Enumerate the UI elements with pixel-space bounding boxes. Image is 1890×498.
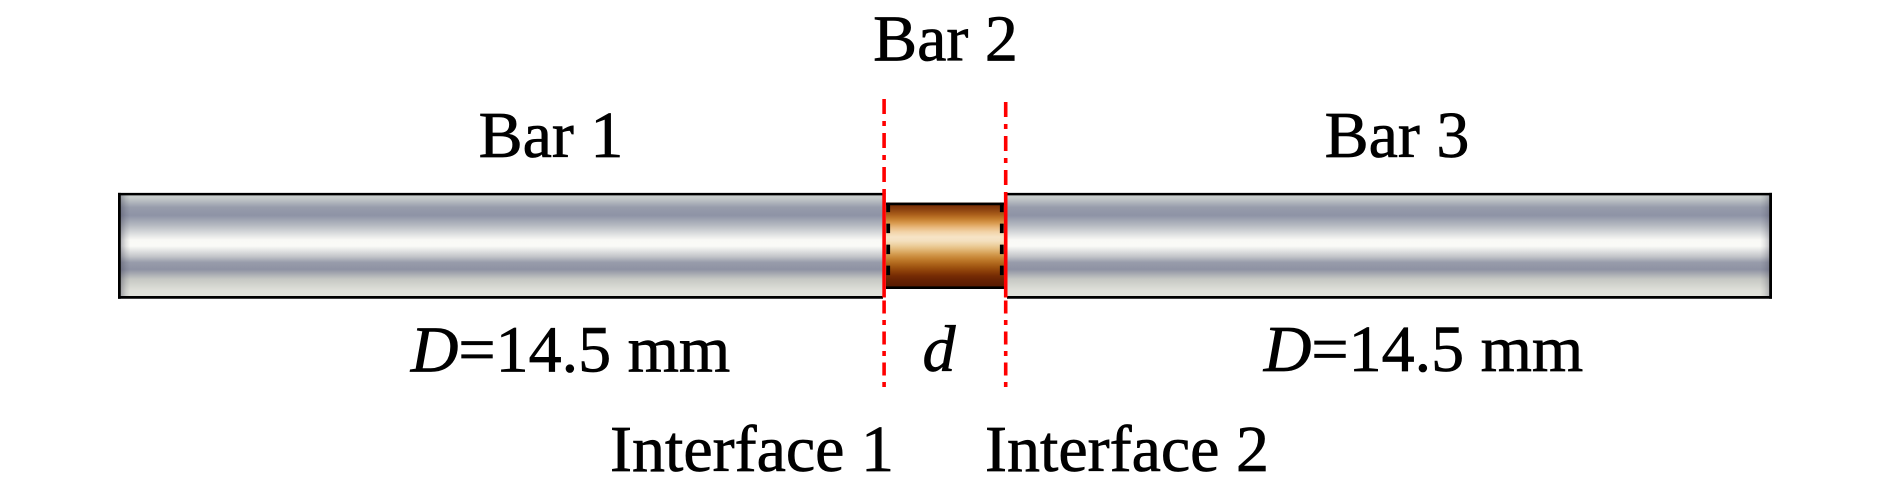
svg-text:Bar 1: Bar 1 xyxy=(479,99,624,172)
svg-text:d: d xyxy=(923,313,957,386)
svg-text:D=14.5 mm: D=14.5 mm xyxy=(1263,313,1584,386)
svg-text:Interface 2: Interface 2 xyxy=(985,413,1269,486)
svg-text:Bar 2: Bar 2 xyxy=(873,2,1018,75)
svg-text:Bar 3: Bar 3 xyxy=(1325,99,1470,172)
svg-text:Interface 1: Interface 1 xyxy=(610,413,894,486)
svg-text:D=14.5 mm: D=14.5 mm xyxy=(410,313,731,386)
